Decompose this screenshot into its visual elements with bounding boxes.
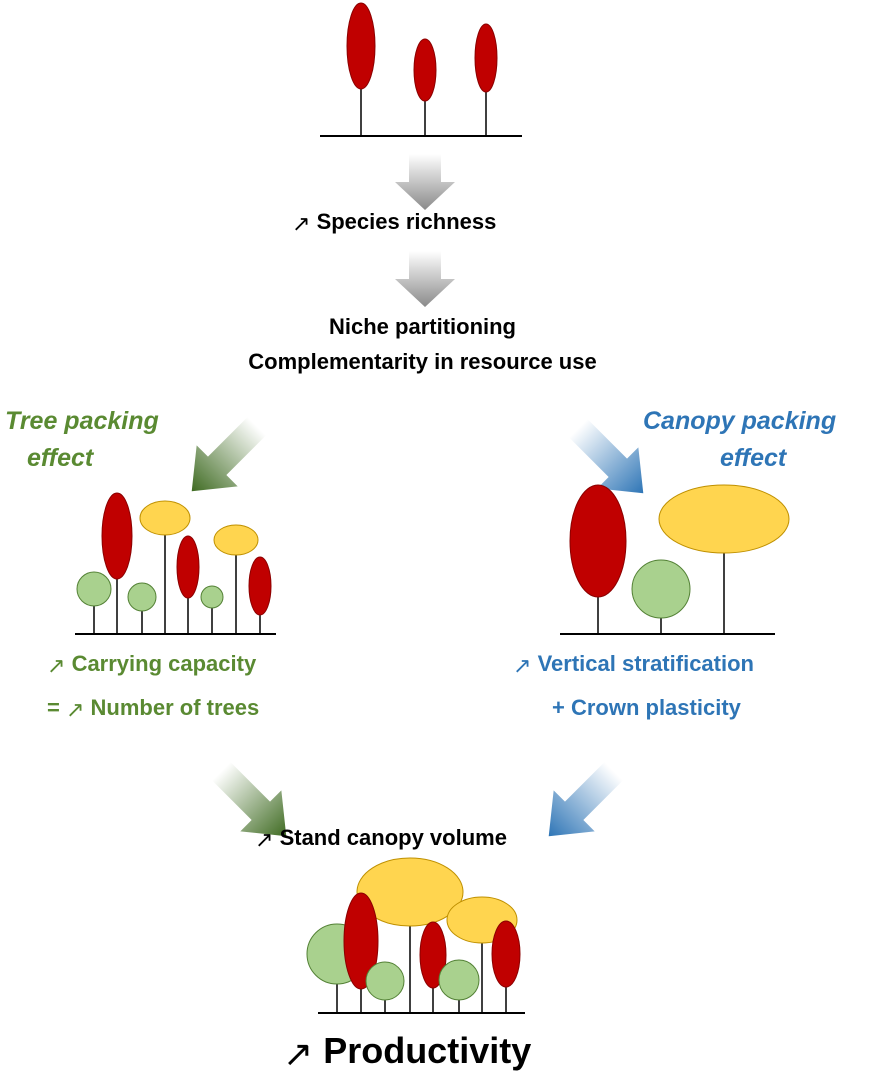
canopy-packing-title: Canopy packing xyxy=(643,407,837,435)
crown-plasticity-label: + Crown plasticity xyxy=(552,695,741,720)
increase-arrow-icon: ↗ xyxy=(255,827,274,852)
tree-icon xyxy=(474,23,498,93)
increase-arrow-icon: ↗ xyxy=(513,653,532,678)
tree-icon xyxy=(631,559,691,619)
vertical-stratification-text: Vertical stratification xyxy=(537,651,754,676)
tree-icon xyxy=(76,571,112,607)
arrow-down-gray xyxy=(395,251,455,307)
tree-icon xyxy=(419,921,447,989)
tree-icon xyxy=(413,38,437,102)
productivity-label: ↗ Productivity xyxy=(283,1030,532,1074)
equals-sign: = xyxy=(47,695,60,720)
tree-icon xyxy=(248,556,272,616)
canopy-packing-title-line2: effect xyxy=(720,444,787,472)
carrying-capacity-text: Carrying capacity xyxy=(71,651,257,676)
tree-icon xyxy=(200,585,224,609)
tree-icon xyxy=(438,959,480,1001)
increase-arrow-icon: ↗ xyxy=(292,211,311,236)
right-forest-group xyxy=(560,484,790,635)
left-forest-group xyxy=(75,492,276,635)
tree-icon xyxy=(213,524,259,556)
tree-packing-title: Tree packing xyxy=(5,407,159,435)
top-trees-group xyxy=(320,2,522,137)
productivity-text: Productivity xyxy=(323,1030,532,1071)
tree-icon xyxy=(356,857,464,927)
tree-icon xyxy=(491,920,521,988)
tree-packing-title-line2: effect xyxy=(27,444,94,472)
number-of-trees-label: = ↗ Number of trees xyxy=(47,695,260,722)
arrow-diagonal-blue xyxy=(528,750,635,857)
niche-partitioning-label: Niche partitioning xyxy=(329,314,516,339)
species-richness-text: Species richness xyxy=(316,209,497,234)
species-richness-label: ↗ Species richness xyxy=(292,209,497,236)
vertical-stratification-label: ↗ Vertical stratification xyxy=(513,651,754,678)
number-of-trees-text: Number of trees xyxy=(90,695,260,720)
stand-canopy-volume-text: Stand canopy volume xyxy=(279,825,507,850)
arrow-down-gray xyxy=(395,154,455,210)
increase-arrow-icon: ↗ xyxy=(65,697,85,722)
tree-icon xyxy=(101,492,133,580)
tree-icon xyxy=(346,2,376,90)
tree-icon xyxy=(176,535,200,599)
tree-icon xyxy=(139,500,191,536)
tree-icon xyxy=(365,961,405,1001)
increase-arrow-icon: ↗ xyxy=(283,1033,314,1074)
tree-icon xyxy=(569,484,627,598)
complementarity-label: Complementarity in resource use xyxy=(248,349,597,374)
stand-canopy-volume-label: ↗ Stand canopy volume xyxy=(255,825,507,852)
arrow-diagonal-green xyxy=(171,405,278,512)
tree-icon xyxy=(127,582,157,612)
carrying-capacity-label: ↗ Carrying capacity xyxy=(47,651,257,678)
tree-icon xyxy=(343,892,379,990)
increase-arrow-icon: ↗ xyxy=(47,653,66,678)
bottom-forest-group xyxy=(306,857,525,1014)
tree-icon xyxy=(658,484,790,554)
